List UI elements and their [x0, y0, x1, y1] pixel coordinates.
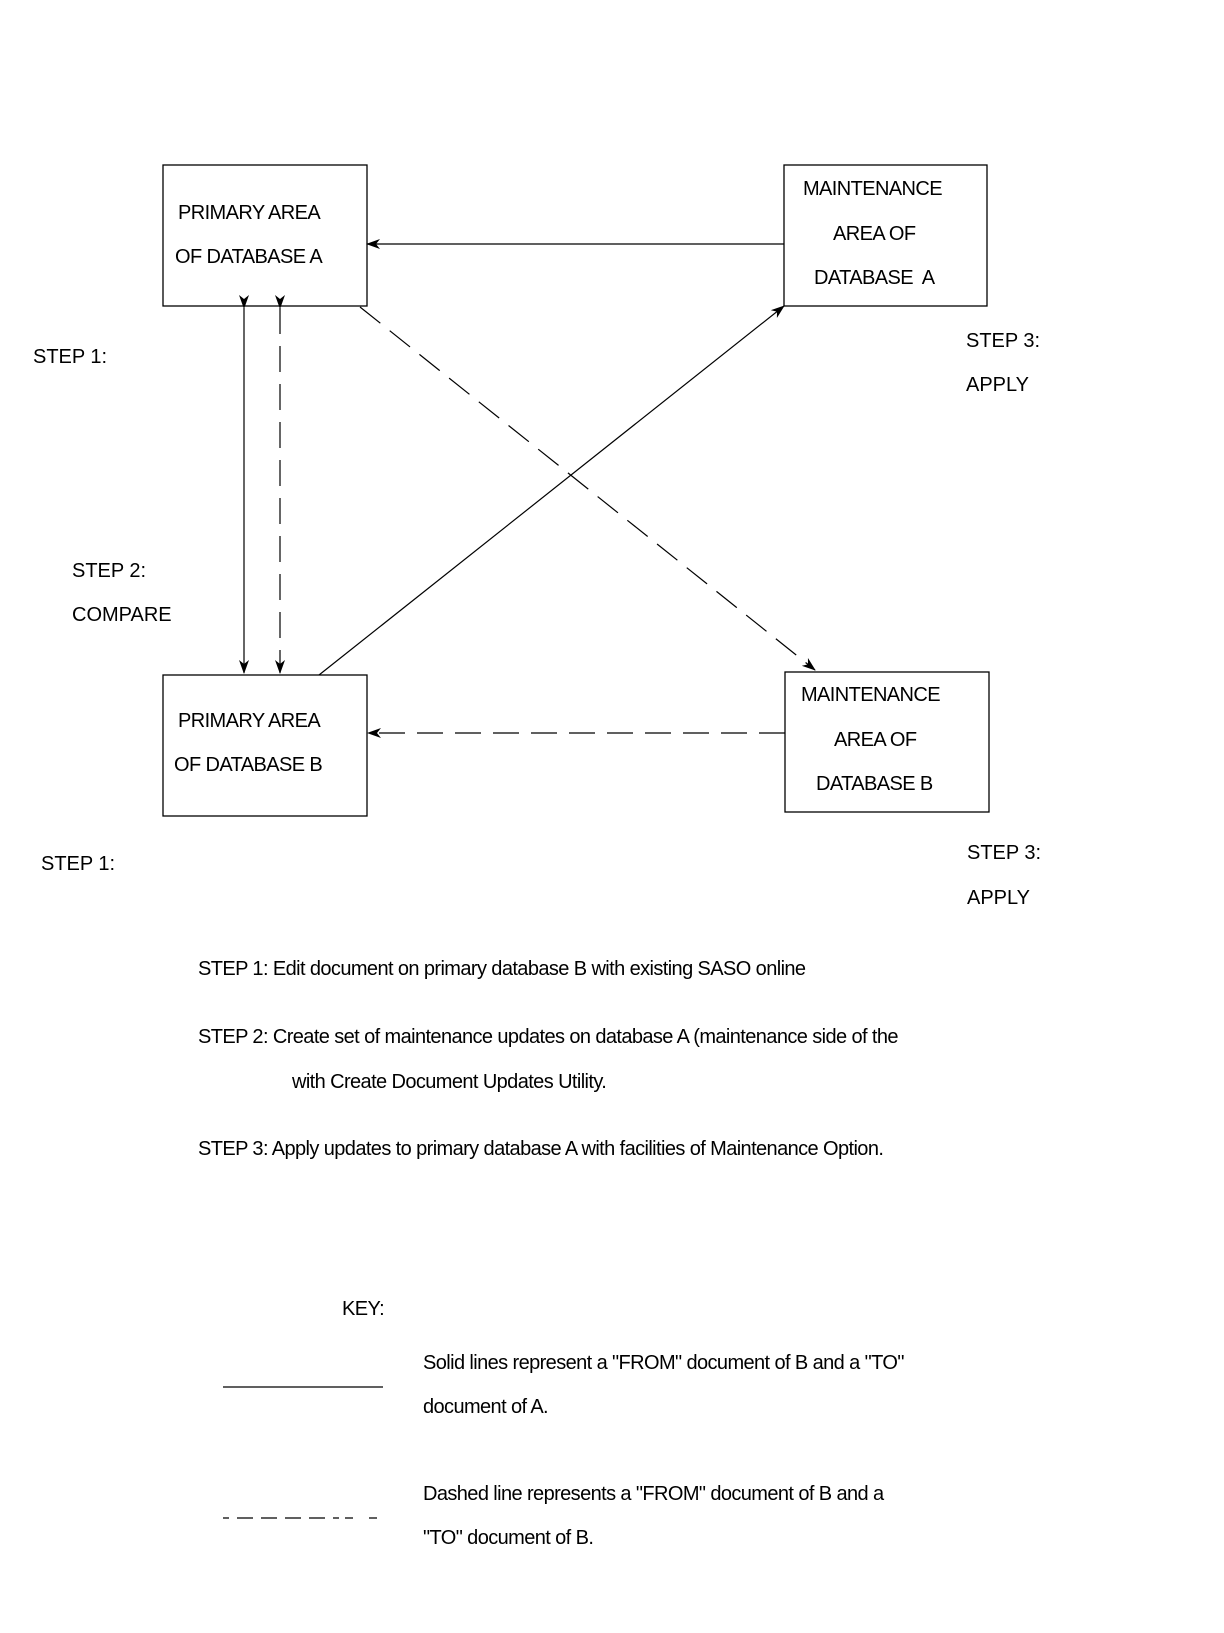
key-title: KEY:	[342, 1298, 384, 1320]
label-step2: STEP 2:	[72, 560, 146, 582]
box-primary-b-line2: OF DATABASE B	[174, 754, 322, 776]
step2-description-line2: with Create Document Updates Utility.	[291, 1071, 606, 1093]
box-primary-b: PRIMARY AREA OF DATABASE B	[162, 674, 368, 817]
box-primary-a: PRIMARY AREA OF DATABASE A	[162, 164, 368, 307]
box-maintenance-a: MAINTENANCE AREA OF DATABASE A	[783, 164, 988, 307]
step1-description: STEP 1: Edit document on primary databas…	[198, 958, 806, 980]
box-primary-a-line2: OF DATABASE A	[175, 246, 323, 268]
arrow-primary-a-to-maint-b	[359, 306, 816, 671]
label-step1-bottom: STEP 1:	[41, 853, 115, 875]
label-step1-top: STEP 1:	[33, 346, 107, 368]
box-primary-a-line1: PRIMARY AREA	[178, 202, 321, 224]
label-step3-top-apply: APPLY	[966, 374, 1029, 396]
box-maintenance-b-line2: AREA OF	[834, 729, 917, 751]
label-step3-bottom-apply: APPLY	[967, 887, 1030, 909]
box-maintenance-b-line1: MAINTENANCE	[801, 684, 940, 706]
key-solid-text-line2: document of A.	[423, 1396, 548, 1418]
box-maintenance-a-line3: DATABASE A	[814, 267, 936, 289]
box-maintenance-a-line2: AREA OF	[833, 223, 916, 245]
label-step3-bottom: STEP 3:	[967, 842, 1041, 864]
key-dashed-text-line2: "TO" document of B.	[423, 1527, 593, 1549]
step3-description: STEP 3: Apply updates to primary databas…	[198, 1138, 883, 1160]
box-maintenance-b-line3: DATABASE B	[816, 773, 933, 795]
box-primary-b-line1: PRIMARY AREA	[178, 710, 321, 732]
key-dashed-text-line1: Dashed line represents a "FROM" document…	[423, 1483, 885, 1505]
key-solid-text-line1: Solid lines represent a "FROM" document …	[423, 1352, 904, 1374]
arrow-primary-b-to-maint-a	[318, 305, 785, 676]
step2-description-line1: STEP 2: Create set of maintenance update…	[198, 1026, 898, 1048]
box-maintenance-a-line1: MAINTENANCE	[803, 178, 942, 200]
label-step2-compare: COMPARE	[72, 604, 172, 626]
label-step3-top: STEP 3:	[966, 330, 1040, 352]
box-maintenance-b: MAINTENANCE AREA OF DATABASE B	[784, 671, 990, 813]
